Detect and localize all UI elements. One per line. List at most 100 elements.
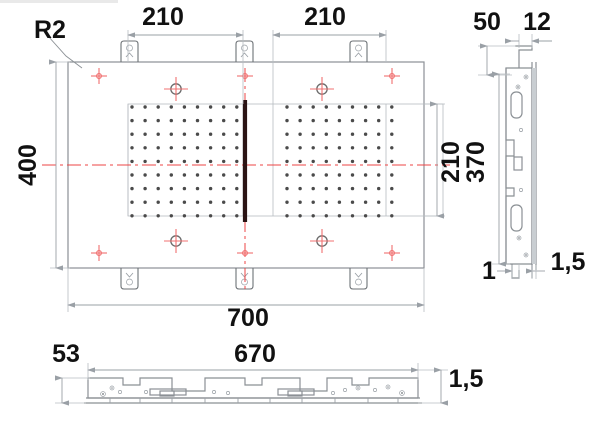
perforation-hole xyxy=(235,214,239,218)
top-mounting-tabs xyxy=(120,40,368,62)
mounting-tab xyxy=(349,268,368,290)
perforation-hole xyxy=(311,118,315,123)
perforation-hole xyxy=(169,200,173,204)
cross-mark xyxy=(384,68,400,84)
perforation-hole xyxy=(235,146,239,150)
label-370: 370 xyxy=(462,141,490,183)
large-hole xyxy=(164,229,188,253)
perforation-hole xyxy=(208,214,213,218)
bottom-detail-block-left xyxy=(149,388,187,396)
dim-370 xyxy=(491,71,510,267)
perforation-hole xyxy=(377,200,381,204)
perforation-hole xyxy=(182,105,187,109)
dim-700 xyxy=(67,268,425,312)
perforation-hole xyxy=(143,118,147,123)
mounting-tab xyxy=(120,268,139,290)
perforation-hole xyxy=(169,159,173,164)
perforation-hole xyxy=(143,146,147,150)
perforation-hole xyxy=(222,173,226,177)
perforation-hole xyxy=(324,173,328,177)
mounting-tab xyxy=(120,40,139,62)
perforation-hole xyxy=(285,186,289,191)
label-53: 53 xyxy=(52,340,80,368)
perforation-hole xyxy=(337,132,342,136)
perforation-hole xyxy=(298,200,302,204)
perforation-hole xyxy=(208,200,213,204)
side-inner-profile xyxy=(505,68,515,264)
perforation-hole xyxy=(182,173,187,177)
perforation-hole xyxy=(377,173,381,177)
perforation-hole xyxy=(130,159,134,164)
perforation-hole xyxy=(143,173,147,177)
perforation-hole xyxy=(390,146,394,150)
perforation-hole xyxy=(311,159,315,164)
bottom-detail-insert-left xyxy=(159,390,175,397)
perforation-hole xyxy=(182,214,187,218)
perforation-hole xyxy=(377,214,381,218)
bottom-fasteners xyxy=(100,384,405,397)
perforation-hole xyxy=(222,146,226,150)
side-body-outline xyxy=(505,67,533,265)
perforation-hole xyxy=(298,186,302,191)
front-view xyxy=(42,30,450,312)
perforation-hole xyxy=(337,200,342,204)
perforation-hole xyxy=(285,105,289,109)
perforation-hole xyxy=(169,214,173,218)
cross-mark xyxy=(91,245,107,261)
dim-12 xyxy=(504,34,552,48)
dim-53 xyxy=(54,375,90,406)
perforation-hole xyxy=(390,105,394,109)
perforation-hole xyxy=(363,105,368,109)
perforation-hole xyxy=(311,173,315,177)
perforation-hole xyxy=(169,146,173,150)
perforation-hole xyxy=(350,200,355,204)
perforation-hole xyxy=(324,214,328,218)
perforation-hole xyxy=(222,200,226,204)
label-1-5-bottom: 1,5 xyxy=(449,365,484,393)
scan-artifact-band xyxy=(0,0,118,3)
perforation-hole xyxy=(195,118,200,123)
perforation-hole xyxy=(377,132,381,136)
perforation-hole xyxy=(390,200,394,204)
perforation-hole xyxy=(156,200,160,204)
large-mounting-holes xyxy=(164,77,334,253)
label-1-5-side: 1,5 xyxy=(551,248,586,276)
perforation-hole xyxy=(324,105,328,109)
perforation-hole xyxy=(363,200,368,204)
perforation-hole xyxy=(350,159,355,164)
perforation-hole xyxy=(337,214,342,218)
bottom-detail-insert-right xyxy=(287,390,303,397)
perforation-hole xyxy=(350,132,355,136)
bottom-detail-block-right xyxy=(277,388,315,396)
perforation-hole xyxy=(208,105,213,109)
perforation-hole xyxy=(195,173,200,177)
perforation-hole xyxy=(156,146,160,150)
perforation-hole xyxy=(324,118,328,123)
label-670: 670 xyxy=(234,340,276,368)
perforation-hole xyxy=(235,118,239,123)
perforation-hole xyxy=(285,132,289,136)
perforation-hole xyxy=(377,105,381,109)
dim-210-left xyxy=(127,30,244,104)
cross-mark xyxy=(237,250,253,256)
perforation-hole xyxy=(195,159,200,164)
perforation-hole xyxy=(298,146,302,150)
perforation-hole xyxy=(311,214,315,218)
perforation-hole xyxy=(350,186,355,191)
perforation-hole xyxy=(337,186,342,191)
perforation-hole xyxy=(156,173,160,177)
perforation-hole xyxy=(337,146,342,150)
mounting-tab xyxy=(235,40,254,62)
perforation-hole xyxy=(156,105,160,109)
perforation-hole xyxy=(285,200,289,204)
perforation-hole xyxy=(363,132,368,136)
perforation-hole xyxy=(298,214,302,218)
perforation-hole xyxy=(143,159,147,164)
bottom-view xyxy=(54,363,449,406)
label-r2: R2 xyxy=(34,16,66,44)
perforation-hole xyxy=(311,200,315,204)
perforation-hole xyxy=(285,214,289,218)
perforation-hole xyxy=(298,159,302,164)
dim-670 xyxy=(87,363,419,380)
